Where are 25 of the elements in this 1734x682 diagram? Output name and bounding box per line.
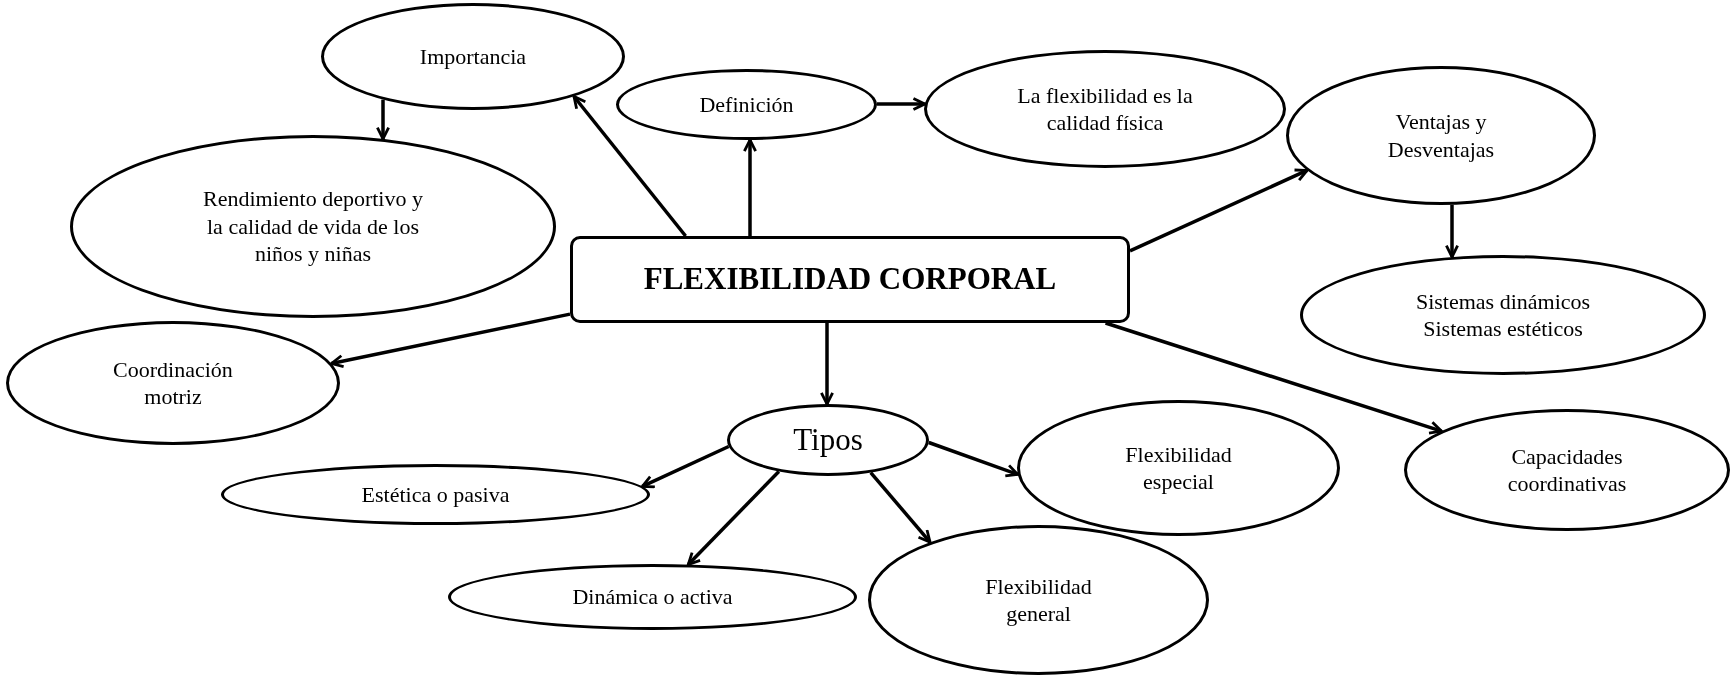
arrow [572,95,687,238]
arrow [330,312,571,369]
arrow [820,323,834,406]
node-label: Flexibilidad especial [1124,440,1233,496]
node-label: Coordinación motriz [112,355,234,411]
node-label: Sistemas dinámicos Sistemas estéticos [1414,287,1592,343]
title-box [570,236,1130,323]
arrow [1105,321,1443,435]
node-label: Importancia [419,42,527,71]
arrow [743,138,757,236]
node-label: La flexibilidad es la calidad física [1016,81,1194,137]
node-label: Estética o pasiva [361,480,510,509]
node-label: Ventajas y Desventajas [1386,108,1496,163]
arrow [1129,168,1309,253]
arrow [928,440,1020,478]
node-label: Flexibilidad general [984,572,1093,628]
node-label: Capacidades coordinativas [1506,442,1628,498]
arrow [640,444,730,489]
node-label: Dinámica o activa [572,583,733,611]
node-label: Rendimiento deportivo y la calidad de vida de los niños y niñas [202,185,424,268]
arrow [686,470,781,566]
node-label: Tipos [793,420,863,459]
node-label: Definición [699,90,794,119]
arrow [877,97,927,111]
node-label: FLEXIBILIDAD CORPORAL [643,260,1057,299]
